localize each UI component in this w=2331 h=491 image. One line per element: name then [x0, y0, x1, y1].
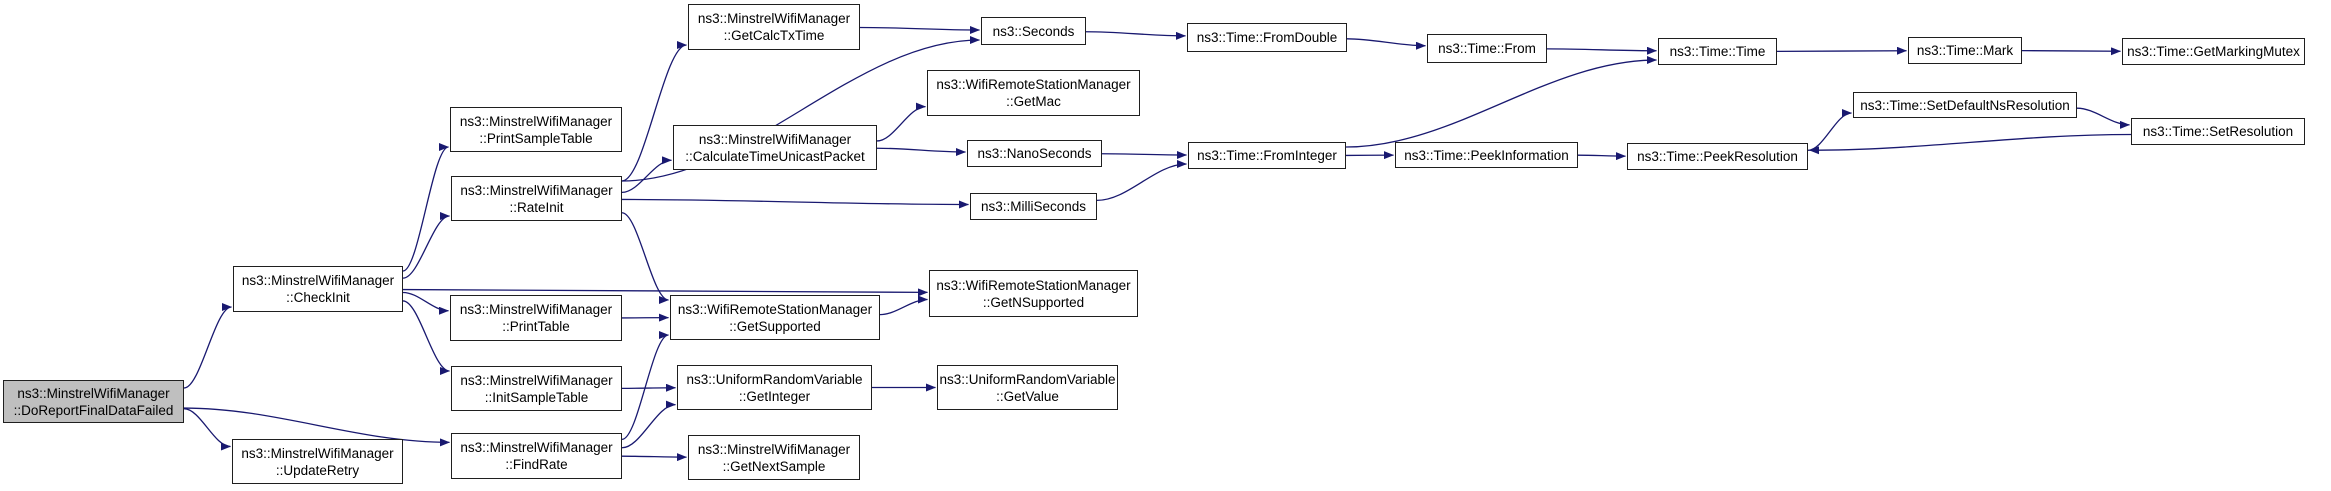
- graph-node-calculatetimeunicastpacket[interactable]: ns3::MinstrelWifiManager ::CalculateTime…: [673, 125, 877, 170]
- graph-edge-seconds-to-fromdouble: [1085, 31, 1186, 40]
- graph-edge-checkinit-to-getnsupported: [402, 288, 928, 297]
- graph-edge-checkinit-to-initsampletable: [402, 300, 450, 375]
- graph-node-label: ns3::MinstrelWifiManager ::CheckInit: [241, 273, 395, 305]
- graph-edge-getcalctxtime-to-seconds: [859, 25, 980, 34]
- graph-node-peekresolution[interactable]: ns3::Time::PeekResolution: [1627, 143, 1808, 170]
- graph-edge-rateinit-to-getsupported: [621, 212, 669, 304]
- graph-edge-initsampletable-to-getinteger: [621, 383, 676, 392]
- graph-edge-checkinit-to-rateinit: [402, 212, 450, 279]
- graph-node-setresolution[interactable]: ns3::Time::SetResolution: [2131, 118, 2305, 145]
- graph-node-fromdouble[interactable]: ns3::Time::FromDouble: [1187, 23, 1347, 52]
- graph-edge-findrate-to-getsupported: [621, 331, 669, 441]
- graph-node-label: ns3::Time::FromDouble: [1196, 30, 1338, 45]
- graph-node-label: ns3::Time::GetMarkingMutex: [2127, 44, 2300, 59]
- graph-node-label: ns3::MinstrelWifiManager ::FindRate: [460, 440, 613, 472]
- graph-node-getnextsample[interactable]: ns3::MinstrelWifiManager ::GetNextSample: [688, 435, 860, 480]
- graph-node-getcalctxtime[interactable]: ns3::MinstrelWifiManager ::GetCalcTxTime: [688, 4, 860, 50]
- graph-node-label: ns3::Seconds: [992, 23, 1075, 39]
- graph-edge-findrate-to-getinteger: [621, 400, 676, 449]
- graph-edge-fromdouble-to-timefrom: [1346, 38, 1426, 50]
- graph-edge-rateinit-to-milliseconds: [621, 198, 969, 209]
- graph-edge-timetime-to-mark: [1776, 46, 1907, 55]
- graph-node-rateinit[interactable]: ns3::MinstrelWifiManager ::RateInit: [451, 176, 622, 221]
- graph-edge-milliseconds-to-frominteger: [1096, 160, 1187, 202]
- graph-edge-findrate-to-getnextsample: [621, 453, 687, 462]
- graph-node-printsampletable[interactable]: ns3::MinstrelWifiManager ::PrintSampleTa…: [450, 107, 622, 152]
- graph-edge-calculatetimeunicastpacket-to-nanoseconds: [876, 147, 966, 156]
- graph-node-getvalue[interactable]: ns3::UniformRandomVariable ::GetValue: [937, 365, 1118, 410]
- graph-edge-doreportfinaldatafailed-to-updateretry: [183, 408, 231, 451]
- graph-node-getinteger[interactable]: ns3::UniformRandomVariable ::GetInteger: [677, 365, 872, 410]
- graph-node-label: ns3::UniformRandomVariable ::GetInteger: [686, 371, 863, 404]
- graph-node-doreportfinaldatafailed[interactable]: ns3::MinstrelWifiManager ::DoReportFinal…: [3, 380, 184, 423]
- graph-node-label: ns3::Time::Time: [1669, 44, 1766, 59]
- graph-node-label: ns3::Time::PeekResolution: [1637, 149, 1798, 164]
- graph-node-peekinformation[interactable]: ns3::Time::PeekInformation: [1395, 142, 1578, 168]
- graph-edge-doreportfinaldatafailed-to-findrate: [183, 407, 450, 447]
- graph-edge-timefrom-to-timetime: [1546, 46, 1657, 55]
- graph-node-updateretry[interactable]: ns3::MinstrelWifiManager ::UpdateRetry: [232, 439, 403, 484]
- graph-node-label: ns3::MinstrelWifiManager ::GetCalcTxTime: [697, 11, 851, 43]
- graph-edge-rateinit-to-calculatetimeunicastpacket: [621, 156, 672, 194]
- graph-node-timetime[interactable]: ns3::Time::Time: [1658, 38, 1777, 65]
- graph-node-label: ns3::Time::PeekInformation: [1404, 147, 1569, 163]
- graph-node-label: ns3::Time::From: [1438, 41, 1536, 56]
- graph-node-label: ns3::MinstrelWifiManager ::GetNextSample: [697, 441, 851, 474]
- graph-node-label: ns3::Time::Mark: [1916, 43, 2014, 58]
- graph-node-frominteger[interactable]: ns3::Time::FromInteger: [1188, 142, 1346, 169]
- graph-node-label: ns3::Time::SetDefaultNsResolution: [1860, 97, 2070, 113]
- graph-node-label: ns3::MilliSeconds: [980, 199, 1087, 214]
- graph-edge-checkinit-to-printtable: [402, 291, 449, 315]
- graph-node-timefrom[interactable]: ns3::Time::From: [1427, 34, 1547, 63]
- graph-node-getmarkingmutex[interactable]: ns3::Time::GetMarkingMutex: [2122, 38, 2305, 65]
- graph-node-label: ns3::WifiRemoteStationManager ::GetMac: [936, 77, 1131, 109]
- graph-edge-doreportfinaldatafailed-to-checkinit: [183, 303, 232, 389]
- graph-node-seconds[interactable]: ns3::Seconds: [981, 17, 1086, 45]
- graph-node-label: ns3::NanoSeconds: [977, 146, 1092, 161]
- graph-node-getsupported[interactable]: ns3::WifiRemoteStationManager ::GetSuppo…: [670, 295, 880, 340]
- graph-edge-nanoseconds-to-frominteger: [1101, 150, 1187, 159]
- graph-node-label: ns3::Time::FromInteger: [1197, 148, 1337, 163]
- graph-node-label: ns3::MinstrelWifiManager ::UpdateRetry: [241, 445, 394, 478]
- graph-edge-peekinformation-to-peekresolution: [1577, 152, 1626, 161]
- graph-node-label: ns3::MinstrelWifiManager ::PrintSampleTa…: [459, 113, 613, 146]
- graph-node-label: ns3::MinstrelWifiManager ::RateInit: [460, 182, 613, 215]
- graph-edge-setresolution-to-peekresolution: [1809, 133, 2132, 155]
- graph-edge-checkinit-to-printsampletable: [402, 143, 449, 272]
- graph-node-milliseconds[interactable]: ns3::MilliSeconds: [970, 193, 1097, 220]
- graph-edge-calculatetimeunicastpacket-to-getmac: [876, 102, 926, 142]
- graph-edge-setdefaultnsresolution-to-setresolution: [2076, 107, 2130, 129]
- graph-node-getnsupported[interactable]: ns3::WifiRemoteStationManager ::GetNSupp…: [929, 270, 1138, 317]
- graph-node-label: ns3::WifiRemoteStationManager ::GetSuppo…: [677, 301, 873, 334]
- graph-node-initsampletable[interactable]: ns3::MinstrelWifiManager ::InitSampleTab…: [451, 366, 622, 411]
- graph-node-label: ns3::MinstrelWifiManager ::InitSampleTab…: [460, 372, 613, 405]
- graph-edge-peekresolution-to-setdefaultnsresolution: [1807, 109, 1852, 151]
- graph-node-mark[interactable]: ns3::Time::Mark: [1908, 37, 2022, 64]
- graph-node-findrate[interactable]: ns3::MinstrelWifiManager ::FindRate: [451, 433, 622, 479]
- graph-node-label: ns3::MinstrelWifiManager ::PrintTable: [459, 302, 613, 334]
- graph-node-label: ns3::MinstrelWifiManager ::CalculateTime…: [685, 131, 865, 164]
- graph-node-setdefaultnsresolution[interactable]: ns3::Time::SetDefaultNsResolution: [1853, 92, 2077, 118]
- graph-node-label: ns3::WifiRemoteStationManager ::GetNSupp…: [936, 277, 1131, 310]
- graph-edge-frominteger-to-timetime: [1345, 56, 1657, 148]
- graph-node-nanoseconds[interactable]: ns3::NanoSeconds: [967, 140, 1102, 167]
- graph-edge-mark-to-getmarkingmutex: [2021, 47, 2121, 56]
- graph-node-getmac[interactable]: ns3::WifiRemoteStationManager ::GetMac: [927, 70, 1140, 116]
- graph-edge-getsupported-to-getnsupported: [879, 295, 928, 316]
- graph-node-label: ns3::UniformRandomVariable ::GetValue: [939, 371, 1116, 404]
- graph-node-checkinit[interactable]: ns3::MinstrelWifiManager ::CheckInit: [233, 266, 403, 312]
- graph-node-label: ns3::MinstrelWifiManager ::DoReportFinal…: [13, 385, 174, 418]
- graph-node-printtable[interactable]: ns3::MinstrelWifiManager ::PrintTable: [450, 295, 622, 341]
- graph-node-label: ns3::Time::SetResolution: [2142, 124, 2294, 139]
